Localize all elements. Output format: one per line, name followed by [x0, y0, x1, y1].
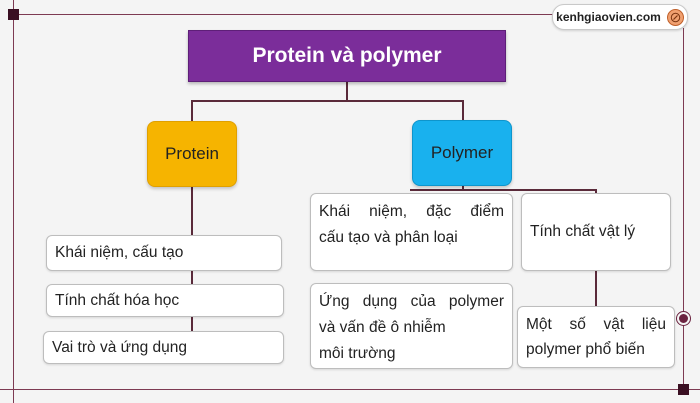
polymer-label: Polymer [430, 143, 494, 162]
connector-polymer-down [462, 186, 464, 190]
connector-root-down [346, 82, 348, 101]
frame-line-top [13, 14, 553, 15]
frame-line-right [683, 28, 684, 390]
root-label: Protein và polymer [252, 44, 442, 67]
brand-text: kenhgiaovien.com [556, 10, 661, 24]
protein-item-chemical-properties: Tính chất hóa học [46, 284, 284, 317]
frame-line-bottom [0, 389, 700, 390]
polymer-item-physical-properties: Tính chất vật lý [521, 193, 671, 271]
polymer-item-applications: Ứng dụng của polymer và vấn đề ô nhiễm m… [310, 283, 513, 369]
frame-corner-topleft [8, 9, 19, 20]
root-node: Protein và polymer [188, 30, 506, 82]
frame-corner-bottomright [678, 384, 689, 395]
connector-to-protein [191, 100, 193, 121]
frame-dot-right [677, 312, 690, 325]
protein-node: Protein [147, 121, 237, 187]
polymer-item-concept: Khái niệm, đặc điểm cấu tạo và phân loại [310, 193, 513, 271]
protein-item-roles: Vai trò và ứng dụng [43, 331, 284, 364]
protein-label: Protein [165, 144, 219, 163]
brand-badge[interactable]: kenhgiaovien.com [552, 4, 688, 30]
protein-item-structure: Khái niệm, cấu tạo [46, 235, 282, 271]
connector-horizontal-top [191, 100, 463, 102]
connector-polymer-branch [410, 189, 596, 191]
polymer-item-common-materials: Một số vật liệu polymer phổ biến [517, 306, 675, 368]
polymer-node: Polymer [412, 120, 512, 186]
frame-line-left [13, 0, 14, 403]
connector-to-polymer [462, 100, 464, 120]
compass-icon [666, 8, 684, 26]
